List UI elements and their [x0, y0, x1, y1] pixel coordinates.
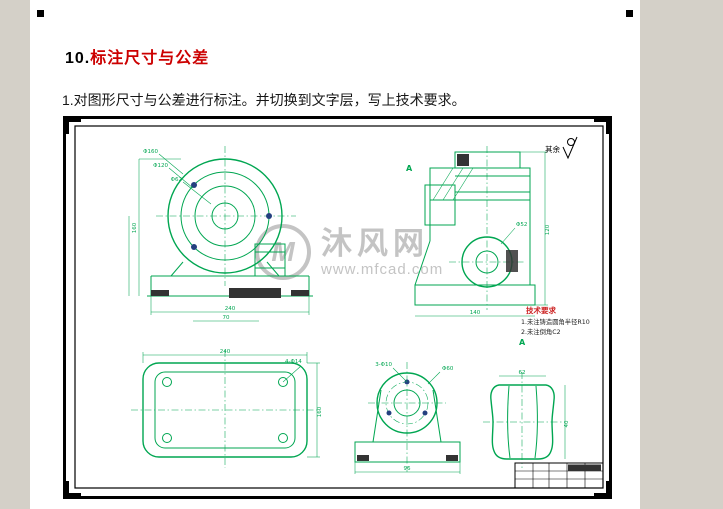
section-view: Φ52 120 140 A [406, 146, 551, 317]
roughness-symbol-circle [567, 138, 575, 146]
section-arrow-label: A [519, 338, 526, 347]
roughness-symbol-icon [562, 136, 578, 160]
surface-roughness-note: 其余 [545, 136, 578, 160]
drawing-frame [63, 116, 612, 499]
cad-canvas: 160 240 70 Φ160 Φ120 Φ62 [63, 116, 612, 499]
tech-requirements: 技术要求 1.未注铸造圆角半径R10 2.未注倒角C2 A [519, 305, 590, 347]
dim-label: 70 [223, 315, 230, 321]
dim-label: 4-Φ14 [285, 359, 302, 365]
dim-label: 240 [225, 306, 236, 312]
instruction-text: 1.对图形尺寸与公差进行标注。并切换到文字层，写上技术要求。 [62, 92, 466, 108]
dim-label: 140 [470, 310, 481, 316]
bolt-hole-marker [191, 182, 197, 188]
tech-requirement-item: 1.未注铸造圆角半径R10 [521, 317, 590, 326]
tech-requirements-title: 技术要求 [526, 305, 556, 315]
section-arrow-label: A [406, 164, 413, 173]
heading-title: 标注尺寸与公差 [90, 50, 210, 67]
title-block [514, 462, 604, 489]
section-heading: 10.标注尺寸与公差 [65, 44, 209, 68]
dim-label: 3-Φ10 [375, 362, 392, 368]
dim-label: 40 [564, 420, 570, 427]
dim-label: Φ120 [153, 163, 168, 169]
dim-label: 160 [132, 222, 138, 233]
bottom-front-view: 96 3-Φ10 Φ60 [354, 362, 461, 474]
anchor-mark-left [37, 10, 44, 17]
front-view: 160 240 70 Φ160 Φ120 Φ62 [128, 146, 313, 322]
base-plate-view: 240 160 4-Φ14 [131, 349, 323, 468]
heading-number: 10. [65, 50, 91, 67]
bolt-hole-marker [386, 410, 392, 416]
bolt-hole-marker [191, 244, 197, 250]
watermark-brand: 沐风网 [321, 225, 429, 261]
cad-drawing-image[interactable]: M 沐风网 www.mfcad.com [63, 116, 612, 499]
document-page: 10.标注尺寸与公差 1.对图形尺寸与公差进行标注。并切换到文字层，写上技术要求… [30, 0, 640, 509]
bolt-hole-marker [266, 213, 272, 219]
dim-label: Φ160 [143, 149, 158, 155]
surface-note-text: 其余 [545, 144, 560, 154]
dim-label: 96 [404, 466, 411, 472]
side-profile-view: 62 40 [483, 370, 570, 468]
dim-label: 62 [519, 370, 526, 376]
watermark-url: www.mfcad.com [321, 261, 444, 279]
tech-requirement-item: 2.未注倒角C2 [521, 327, 561, 336]
dim-label: Φ62 [171, 177, 182, 183]
anchor-mark-right [626, 10, 633, 17]
dim-label: 160 [317, 406, 323, 417]
bolt-hole-marker [422, 410, 428, 416]
dim-label: Φ60 [442, 366, 454, 372]
dim-label: 240 [220, 349, 231, 355]
dim-label: 120 [545, 224, 551, 235]
dim-label: Φ52 [516, 222, 527, 228]
